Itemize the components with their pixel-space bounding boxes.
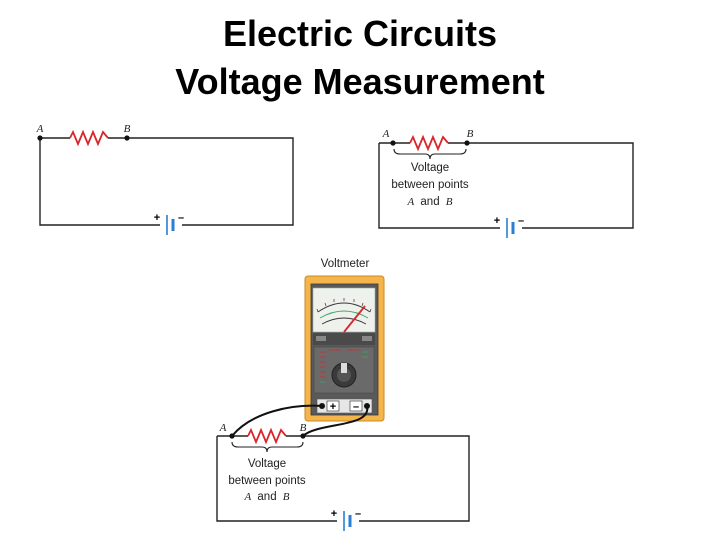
voltage-text-line1: Voltage [411, 162, 449, 174]
circuit-2-wire [378, 142, 634, 229]
voltage-text-line3: A and B [406, 196, 452, 208]
point-a-label: A [219, 422, 227, 434]
meter-needle [343, 305, 366, 333]
voltage-text-line3: A and B [243, 491, 289, 503]
point-a-dot [37, 135, 43, 141]
point-b-label: B [467, 128, 474, 140]
point-a-ref: A [243, 491, 251, 503]
battery-3 [343, 511, 352, 531]
point-a-label: A [36, 123, 44, 135]
point-a-dot [390, 140, 396, 146]
point-b-label: B [124, 123, 131, 135]
point-b-ref: B [446, 196, 453, 208]
meter-minus-label: – [353, 401, 359, 413]
circuit-voltage-label: A B Voltage between points A and B + – [378, 128, 634, 238]
resistor-3 [247, 427, 287, 445]
voltage-brace [393, 148, 467, 160]
resistor-1 [69, 129, 109, 147]
meter-plus-label: + [330, 401, 336, 413]
battery-plus: + [494, 215, 500, 227]
battery-minus: – [355, 508, 361, 520]
point-b-dot [464, 140, 470, 146]
battery-2 [506, 218, 515, 238]
circuit-basic: A B + – [36, 123, 294, 235]
probe-lead-minus [302, 405, 369, 437]
battery-1 [166, 215, 175, 235]
voltage-text-line2: between points [228, 475, 306, 487]
voltage-brace [231, 441, 304, 453]
voltmeter-label: Voltmeter [321, 258, 370, 270]
voltmeter: Voltmeter + – [304, 258, 385, 422]
point-b-dot [300, 433, 306, 439]
resistor-2 [409, 134, 449, 152]
circuit-with-voltmeter: A B Voltage between points A and B + – [216, 404, 470, 531]
point-a-label: A [382, 128, 390, 140]
title-line-2: Voltage Measurement [175, 61, 545, 102]
circuit-1-wire [39, 137, 294, 226]
and-word: and [420, 196, 439, 208]
battery-minus: – [518, 215, 524, 227]
point-b-dot [124, 135, 130, 141]
probe-lead-plus [231, 404, 323, 437]
point-b-ref: B [283, 491, 290, 503]
and-word: and [257, 491, 276, 503]
point-b-label: B [300, 422, 307, 434]
voltage-text-line1: Voltage [248, 458, 286, 470]
circuit-3-wire [216, 435, 470, 522]
title-line-1: Electric Circuits [222, 13, 498, 54]
voltmeter-dial [312, 287, 376, 333]
battery-plus: + [331, 508, 337, 520]
battery-plus: + [154, 212, 160, 224]
point-a-ref: A [406, 196, 414, 208]
point-a-dot [229, 433, 235, 439]
battery-minus: – [178, 212, 184, 224]
voltage-text-line2: between points [391, 179, 469, 191]
